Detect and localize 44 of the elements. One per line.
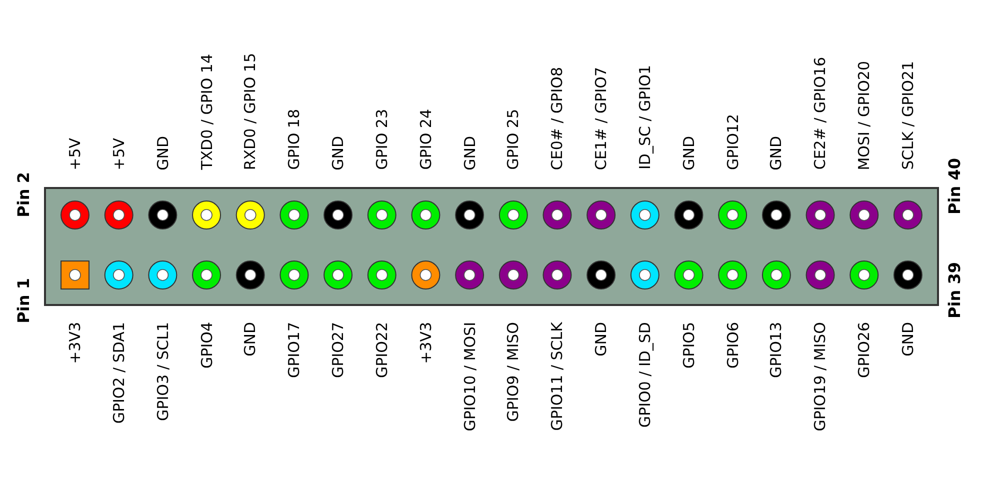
- pin-number-label: Pin 2: [15, 172, 33, 218]
- pin-name: GPIO2 / SDA1: [110, 322, 128, 424]
- pin-name: GPIO17: [285, 322, 304, 378]
- pin-name: GPIO13: [767, 322, 786, 378]
- pin-name: GPIO11 / SCLK: [548, 322, 566, 431]
- pin-name: GPIO 18: [285, 109, 304, 170]
- pin-name: GPIO27: [329, 322, 348, 378]
- pin-name: +3V3: [416, 322, 435, 364]
- pin-name: GND: [680, 136, 698, 170]
- pin-name: ID_SC / GPIO1: [636, 65, 654, 170]
- pin-name: GPIO22: [372, 322, 391, 378]
- pin-name: GND: [154, 136, 172, 170]
- pin-number-label: Pin 39: [946, 262, 964, 318]
- pin-name: RXD0 / GPIO 15: [241, 52, 260, 170]
- pin-name: GND: [460, 136, 479, 170]
- pin-name: GPIO5: [680, 322, 698, 368]
- pin-name: GND: [329, 136, 348, 170]
- pin-name: +3V3: [66, 322, 84, 364]
- pin-name: GPIO9 / MISO: [504, 322, 522, 422]
- pin-name: +5V: [66, 138, 84, 170]
- pin-name: GND: [592, 322, 610, 356]
- pin-name: GPIO26: [855, 322, 874, 378]
- pin-number-label: Pin 40: [946, 158, 964, 214]
- pin-name: GPIO 24: [416, 109, 435, 170]
- pin-name: +5V: [110, 138, 128, 170]
- pin-name: SCLK / GPIO21: [898, 61, 917, 170]
- pin-name: CE1# / GPIO7: [592, 66, 610, 170]
- pin-name: GPIO0 / ID_SD: [636, 322, 654, 428]
- pin-number-label: Pin 1: [15, 278, 33, 324]
- pin-name: GND: [898, 322, 917, 356]
- pin-name: GPIO3 / SCL1: [154, 322, 172, 421]
- pin-name: GPIO6: [724, 322, 742, 368]
- pin-name: GND: [767, 136, 786, 170]
- pin-name: CE2# / GPIO16: [811, 57, 830, 170]
- pin-name: GPIO10 / MOSI: [460, 322, 479, 432]
- pin-name: GPIO 23: [372, 109, 391, 170]
- pin-name: CE0# / GPIO8: [548, 66, 566, 170]
- pin-name: GPIO19 / MISO: [811, 322, 830, 432]
- pin-name: GPIO 25: [504, 109, 522, 170]
- pin-name: GND: [241, 322, 260, 356]
- pin-name: GPIO4: [198, 322, 216, 368]
- pin-name: TXD0 / GPIO 14: [198, 54, 216, 170]
- pin-name: GPIO12: [724, 114, 742, 170]
- pin-name: MOSI / GPIO20: [855, 60, 874, 170]
